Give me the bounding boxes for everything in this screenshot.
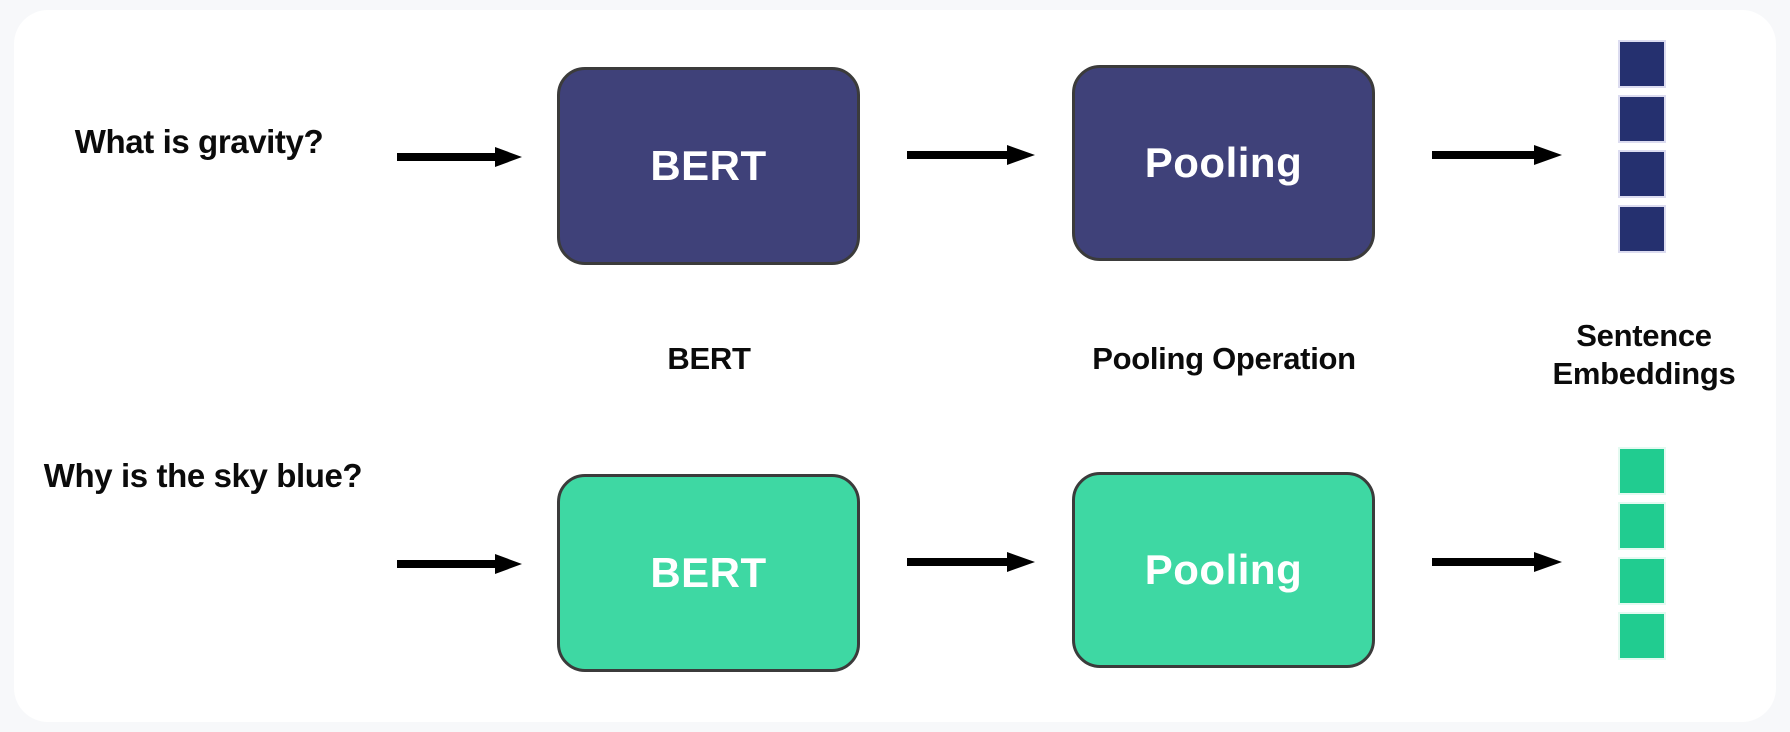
- embedding-cell: [1618, 205, 1666, 253]
- bert-box-bottom[interactable]: BERT: [557, 474, 860, 672]
- prompt-text-bottom: Why is the sky blue?: [43, 457, 363, 494]
- arrow-bert-to-pooling-bottom: [907, 550, 1035, 574]
- sentence-embedding-stack-top: [1618, 40, 1666, 253]
- sentence-embedding-stack-bottom: [1618, 447, 1666, 660]
- embedding-cell: [1618, 447, 1666, 495]
- embedding-cell: [1618, 40, 1666, 88]
- embedding-cell: [1618, 502, 1666, 550]
- arrow-pooling-to-embeddings-top: [1432, 143, 1562, 167]
- diagram-card: What is gravity? BERT Pooling: [14, 10, 1776, 722]
- pooling-box-label-bottom: Pooling: [1144, 546, 1303, 593]
- arrow-prompt-to-bert-top: [397, 145, 522, 169]
- embedding-cell: [1618, 612, 1666, 660]
- prompt-text-top: What is gravity?: [74, 123, 324, 160]
- caption-encoder: BERT: [667, 341, 751, 376]
- bert-box-top[interactable]: BERT: [557, 67, 860, 265]
- caption-pooling: Pooling Operation: [1092, 341, 1356, 376]
- embedding-cell: [1618, 150, 1666, 198]
- pooling-box-top[interactable]: Pooling: [1072, 65, 1375, 261]
- caption-embeddings-line1: Sentence: [1576, 318, 1712, 353]
- bert-box-label-top: BERT: [650, 142, 767, 189]
- pooling-box-label-top: Pooling: [1144, 139, 1303, 186]
- caption-embeddings-line2: Embeddings: [1552, 355, 1736, 391]
- arrow-pooling-to-embeddings-bottom: [1432, 550, 1562, 574]
- embedding-cell: [1618, 95, 1666, 143]
- embedding-cell: [1618, 557, 1666, 605]
- arrow-prompt-to-bert-bottom: [397, 552, 522, 576]
- pooling-box-bottom[interactable]: Pooling: [1072, 472, 1375, 668]
- arrow-bert-to-pooling-top: [907, 143, 1035, 167]
- bert-box-label-bottom: BERT: [650, 549, 767, 596]
- caption-embeddings: Sentence Embeddings: [1494, 317, 1790, 393]
